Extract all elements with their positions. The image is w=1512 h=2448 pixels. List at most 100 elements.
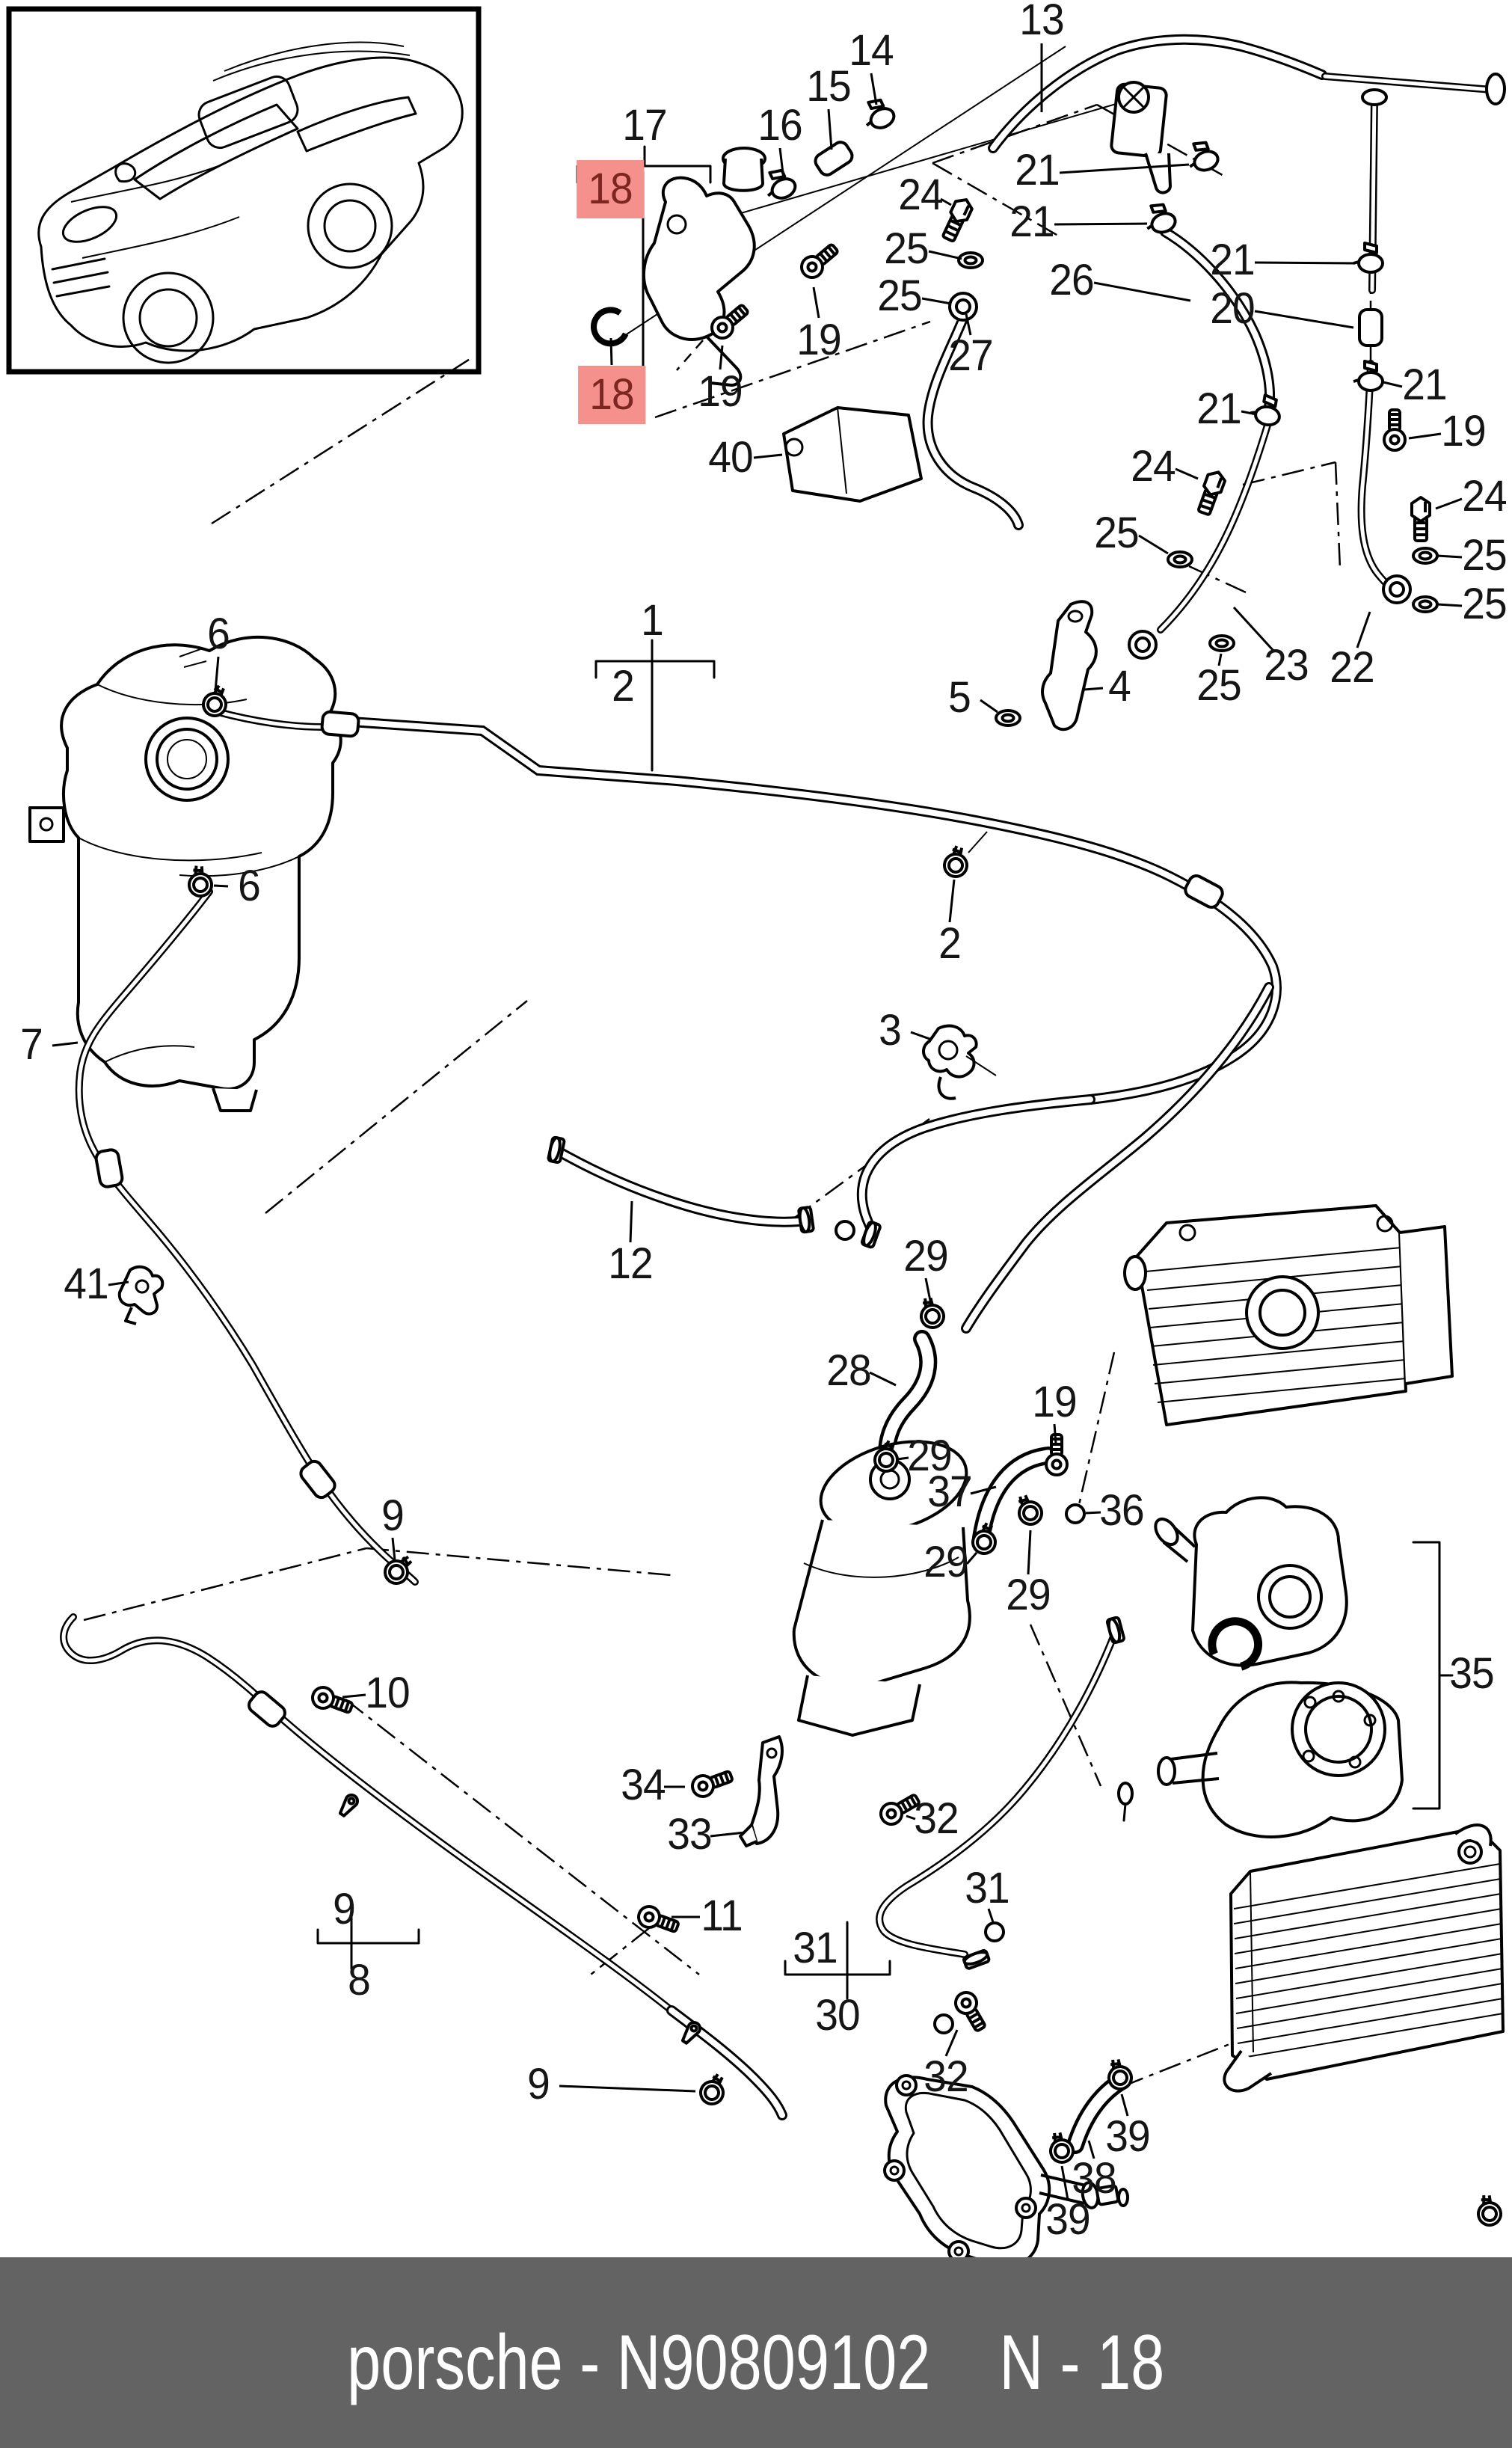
part-label-32[interactable]: 32	[924, 2052, 968, 2101]
part-label-26[interactable]: 26	[1049, 256, 1094, 304]
part-label-21[interactable]: 21	[1210, 236, 1255, 284]
leader-line	[921, 297, 952, 305]
part-label-24[interactable]: 24	[1131, 442, 1176, 491]
hose-12	[559, 1152, 799, 1222]
clamp-21-icon	[1181, 136, 1223, 177]
thermostat-housing-35	[1154, 1496, 1348, 1670]
leader-line	[827, 108, 833, 150]
part-label-1[interactable]: 1	[641, 596, 664, 645]
part-label-20[interactable]: 20	[1210, 284, 1255, 333]
part-label-31[interactable]: 31	[793, 1924, 838, 1972]
clamp-29-icon	[1009, 1488, 1048, 1530]
bolt-24-icon	[1410, 496, 1431, 542]
part-label-25[interactable]: 25	[884, 224, 929, 273]
part-label-21[interactable]: 21	[1196, 384, 1241, 433]
leader-line	[987, 1908, 995, 1923]
part-label-5[interactable]: 5	[948, 673, 971, 722]
part-label-13[interactable]: 13	[1019, 0, 1064, 44]
oil-cooler	[1223, 1823, 1505, 2093]
heat-shield-40	[782, 406, 923, 503]
coolant-pipe-8	[64, 1617, 782, 2115]
pipe-23	[1161, 420, 1269, 630]
part-label-6[interactable]: 6	[238, 862, 261, 910]
clip-41	[117, 1265, 165, 1325]
part-label-34[interactable]: 34	[621, 1761, 666, 1809]
part-label-4[interactable]: 4	[1108, 662, 1131, 711]
leader-line	[1175, 467, 1199, 480]
part-label-19[interactable]: 19	[1032, 1378, 1077, 1426]
part-label-24[interactable]: 24	[898, 171, 943, 219]
part-label-24[interactable]: 24	[1462, 472, 1507, 521]
egr-cooler	[1123, 1204, 1454, 1426]
leader-line	[52, 1041, 79, 1047]
part-label-11[interactable]: 11	[701, 1892, 743, 1940]
part-label-29[interactable]: 29	[924, 1538, 968, 1586]
part-label-25[interactable]: 25	[1196, 661, 1241, 710]
part-label-18-highlighted[interactable]: 18	[577, 160, 644, 218]
part-label-35[interactable]: 35	[1449, 1649, 1494, 1698]
part-label-8[interactable]: 8	[348, 1956, 371, 2004]
part-label-31[interactable]: 31	[965, 1864, 1009, 1912]
leader-line	[108, 1280, 129, 1286]
part-label-38[interactable]: 38	[1072, 2154, 1116, 2203]
pipe-22	[1362, 363, 1395, 590]
part-label-39[interactable]: 39	[1105, 2112, 1150, 2161]
part-label-9[interactable]: 9	[527, 2060, 550, 2108]
part-label-12[interactable]: 12	[608, 1239, 653, 1288]
part-label-25[interactable]: 25	[1462, 580, 1507, 628]
clamp-21-icon	[1352, 242, 1384, 274]
part-label-25[interactable]: 25	[877, 272, 922, 320]
clamp-2-link-line	[968, 831, 988, 853]
part-label-22[interactable]: 22	[1330, 643, 1374, 692]
leader-line	[948, 879, 956, 923]
part-label-9[interactable]: 9	[333, 1885, 356, 1933]
part-label-41[interactable]: 41	[64, 1260, 108, 1308]
leader-line	[391, 1537, 396, 1561]
footer-bar: porsche - N90809102 N - 18	[0, 2257, 1512, 2448]
banjo-23-icon	[1128, 630, 1158, 660]
part-label-30[interactable]: 30	[815, 1991, 860, 2040]
bolt-24-icon	[1193, 467, 1229, 518]
part-label-18-highlighted[interactable]: 18	[578, 366, 645, 424]
part-label-32[interactable]: 32	[914, 1794, 959, 1843]
part-label-40[interactable]: 40	[708, 433, 753, 482]
part-label-15[interactable]: 15	[806, 62, 851, 111]
washer-25-icon	[1412, 595, 1439, 613]
part-label-25[interactable]: 25	[1094, 509, 1139, 557]
part-label-16[interactable]: 16	[757, 101, 802, 150]
part-label-29[interactable]: 29	[903, 1232, 948, 1280]
part-label-21[interactable]: 21	[1015, 146, 1060, 194]
bracket-4	[1041, 600, 1098, 731]
part-label-37[interactable]: 37	[927, 1467, 972, 1516]
part-label-23[interactable]: 23	[1264, 641, 1309, 690]
part-label-21[interactable]: 21	[1402, 361, 1447, 409]
part-label-39[interactable]: 39	[1045, 2195, 1090, 2244]
part-label-27[interactable]: 27	[948, 331, 993, 380]
bolt-11-icon	[634, 1902, 683, 1939]
part-label-2[interactable]: 2	[938, 919, 962, 968]
part-label-25[interactable]: 25	[1462, 531, 1507, 580]
part-label-21[interactable]: 21	[1009, 197, 1054, 246]
part-label-29[interactable]: 29	[907, 1432, 952, 1480]
leader-line	[753, 453, 783, 459]
part-label-2[interactable]: 2	[612, 662, 635, 711]
part-label-6[interactable]: 6	[207, 610, 230, 658]
part-label-19[interactable]: 19	[796, 316, 841, 364]
part-label-10[interactable]: 10	[365, 1669, 410, 1717]
part-label-9[interactable]: 9	[381, 1491, 405, 1540]
part-label-3[interactable]: 3	[879, 1006, 902, 1055]
leader-line	[1120, 2093, 1129, 2117]
washer-25-icon	[957, 251, 984, 269]
part-label-17[interactable]: 17	[622, 101, 667, 150]
part-label-28[interactable]: 28	[826, 1346, 871, 1395]
part-label-19[interactable]: 19	[698, 367, 743, 416]
part-label-29[interactable]: 29	[1006, 1571, 1051, 1619]
part-label-36[interactable]: 36	[1099, 1486, 1144, 1535]
part-label-7[interactable]: 7	[20, 1020, 43, 1069]
o-ring-31-icon	[984, 1921, 1005, 1942]
part-label-33[interactable]: 33	[667, 1810, 712, 1859]
sleeve-icon	[1183, 873, 1225, 909]
clamp-2-icon	[941, 843, 971, 880]
part-label-19[interactable]: 19	[1441, 407, 1486, 455]
part-label-14[interactable]: 14	[849, 26, 894, 75]
